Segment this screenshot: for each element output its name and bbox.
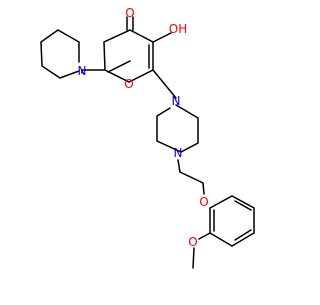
hydroxyl-label: OH (169, 22, 187, 36)
piperazine-nitrogen-1-label: N (172, 94, 181, 108)
bonds (40, 16, 255, 269)
ring-oxygen-label: O (124, 77, 133, 91)
piperazine-nitrogen-4-label: N (174, 146, 183, 160)
molecule-diagram: O OH O N N N O O (40, 6, 255, 269)
ether-oxygen-label: O (199, 195, 208, 209)
piperidine-nitrogen-label: N (78, 64, 87, 78)
structure-canvas: O OH O N N N O O (40, 6, 255, 269)
atom-labels: O OH O N N N O O (78, 6, 209, 249)
carbonyl-oxygen-label: O (125, 6, 134, 20)
methoxy-oxygen-label: O (188, 235, 197, 249)
